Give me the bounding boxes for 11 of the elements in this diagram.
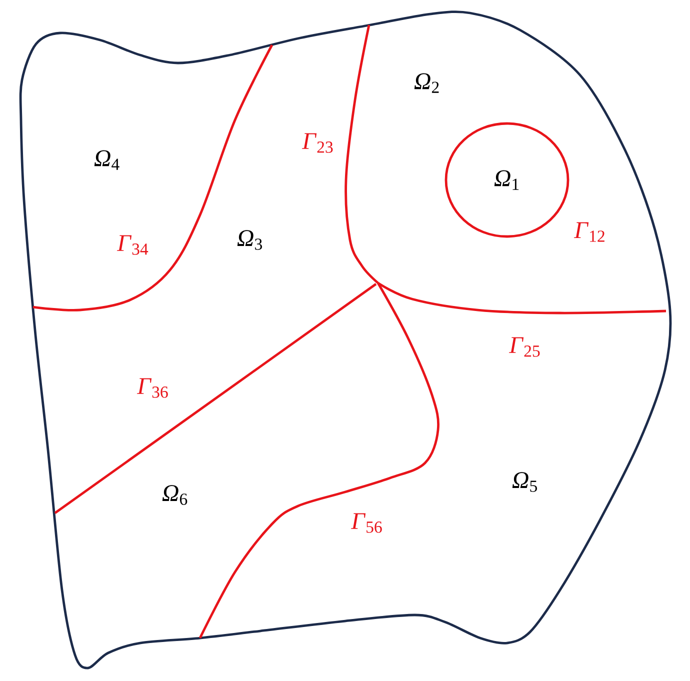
interface-label: Γ$_{34}$: [116, 235, 148, 255]
interface-label: Γ$_{12}$: [574, 222, 604, 242]
region-label: Ω$_{5}$: [512, 472, 537, 492]
interface-label: Γ$_{25}$: [508, 337, 540, 357]
interface-label: Γ$_{36}$: [136, 378, 168, 398]
region-label: Ω$_{6}$: [162, 485, 188, 505]
region-label: Ω$_{3}$: [237, 230, 262, 250]
interface-label: Γ$_{23}$: [302, 133, 333, 153]
region-label: Ω$_{4}$: [94, 150, 120, 170]
interface-label: Γ$_{56}$: [350, 513, 382, 533]
region-label: Ω$_{2}$: [414, 73, 439, 93]
